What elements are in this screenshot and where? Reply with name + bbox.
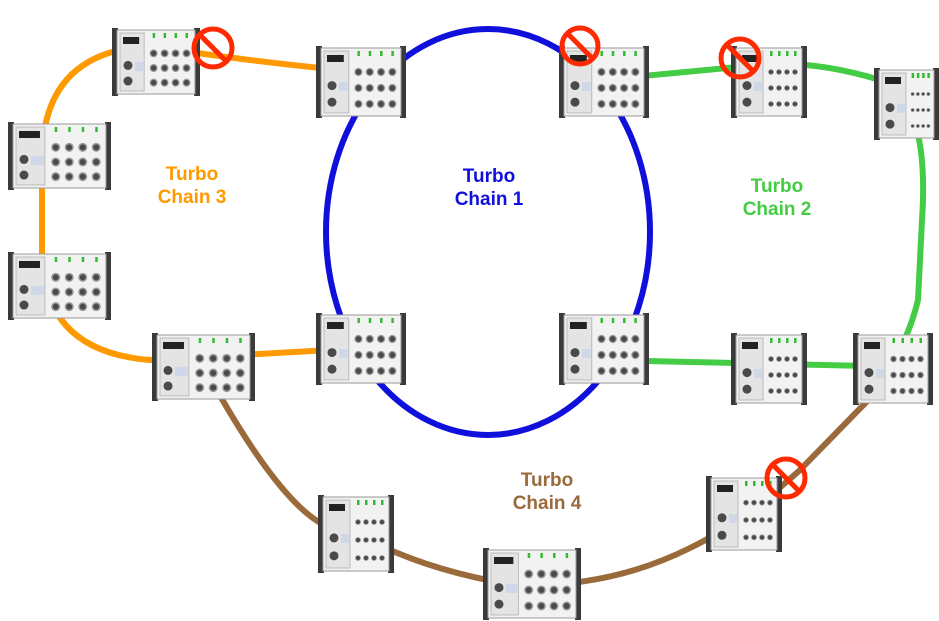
- chain3-label-line2: Chain 3: [157, 187, 227, 208]
- chain2-label-line1: Turbo: [750, 176, 804, 197]
- ethernet-switch-icon: [559, 313, 649, 385]
- blocked-link-icon: [764, 456, 808, 500]
- ethernet-switch-icon: [483, 548, 581, 620]
- chain1-label: Turbo Chain 1: [419, 165, 559, 211]
- ethernet-switch-icon: [316, 46, 406, 118]
- ethernet-switch-icon: [8, 252, 111, 320]
- ethernet-switch-icon: [318, 495, 394, 573]
- chain1-label-line2: Chain 1: [454, 189, 524, 210]
- ethernet-switch-icon: [853, 333, 933, 405]
- ethernet-switch-icon: [731, 333, 807, 405]
- chain2-label-line2: Chain 2: [742, 199, 812, 220]
- switch-group: [8, 28, 939, 620]
- ethernet-switch-icon: [706, 476, 782, 552]
- chain4-label: Turbo Chain 4: [477, 469, 617, 515]
- ethernet-switch-icon: [559, 46, 649, 118]
- blocked-link-group: [191, 25, 808, 500]
- ethernet-switch-icon: [874, 68, 939, 140]
- chain3-label-line1: Turbo: [165, 164, 219, 185]
- ethernet-switch-icon: [731, 46, 807, 118]
- blocked-link-icon: [191, 26, 235, 70]
- ethernet-switch-icon: [152, 333, 255, 401]
- blocked-link-icon: [559, 25, 601, 67]
- ethernet-switch-icon: [8, 122, 111, 190]
- ethernet-switch-icon: [316, 313, 406, 385]
- ethernet-switch-icon: [112, 28, 200, 96]
- chain1-ring: [323, 26, 653, 438]
- chain1-label-line1: Turbo: [462, 166, 516, 187]
- chain4-label-line2: Chain 4: [512, 493, 582, 514]
- chain3-label: Turbo Chain 3: [122, 163, 262, 209]
- blocked-link-icon: [718, 36, 762, 80]
- chain4-label-line1: Turbo: [520, 470, 574, 491]
- chain2-label: Turbo Chain 2: [707, 175, 847, 221]
